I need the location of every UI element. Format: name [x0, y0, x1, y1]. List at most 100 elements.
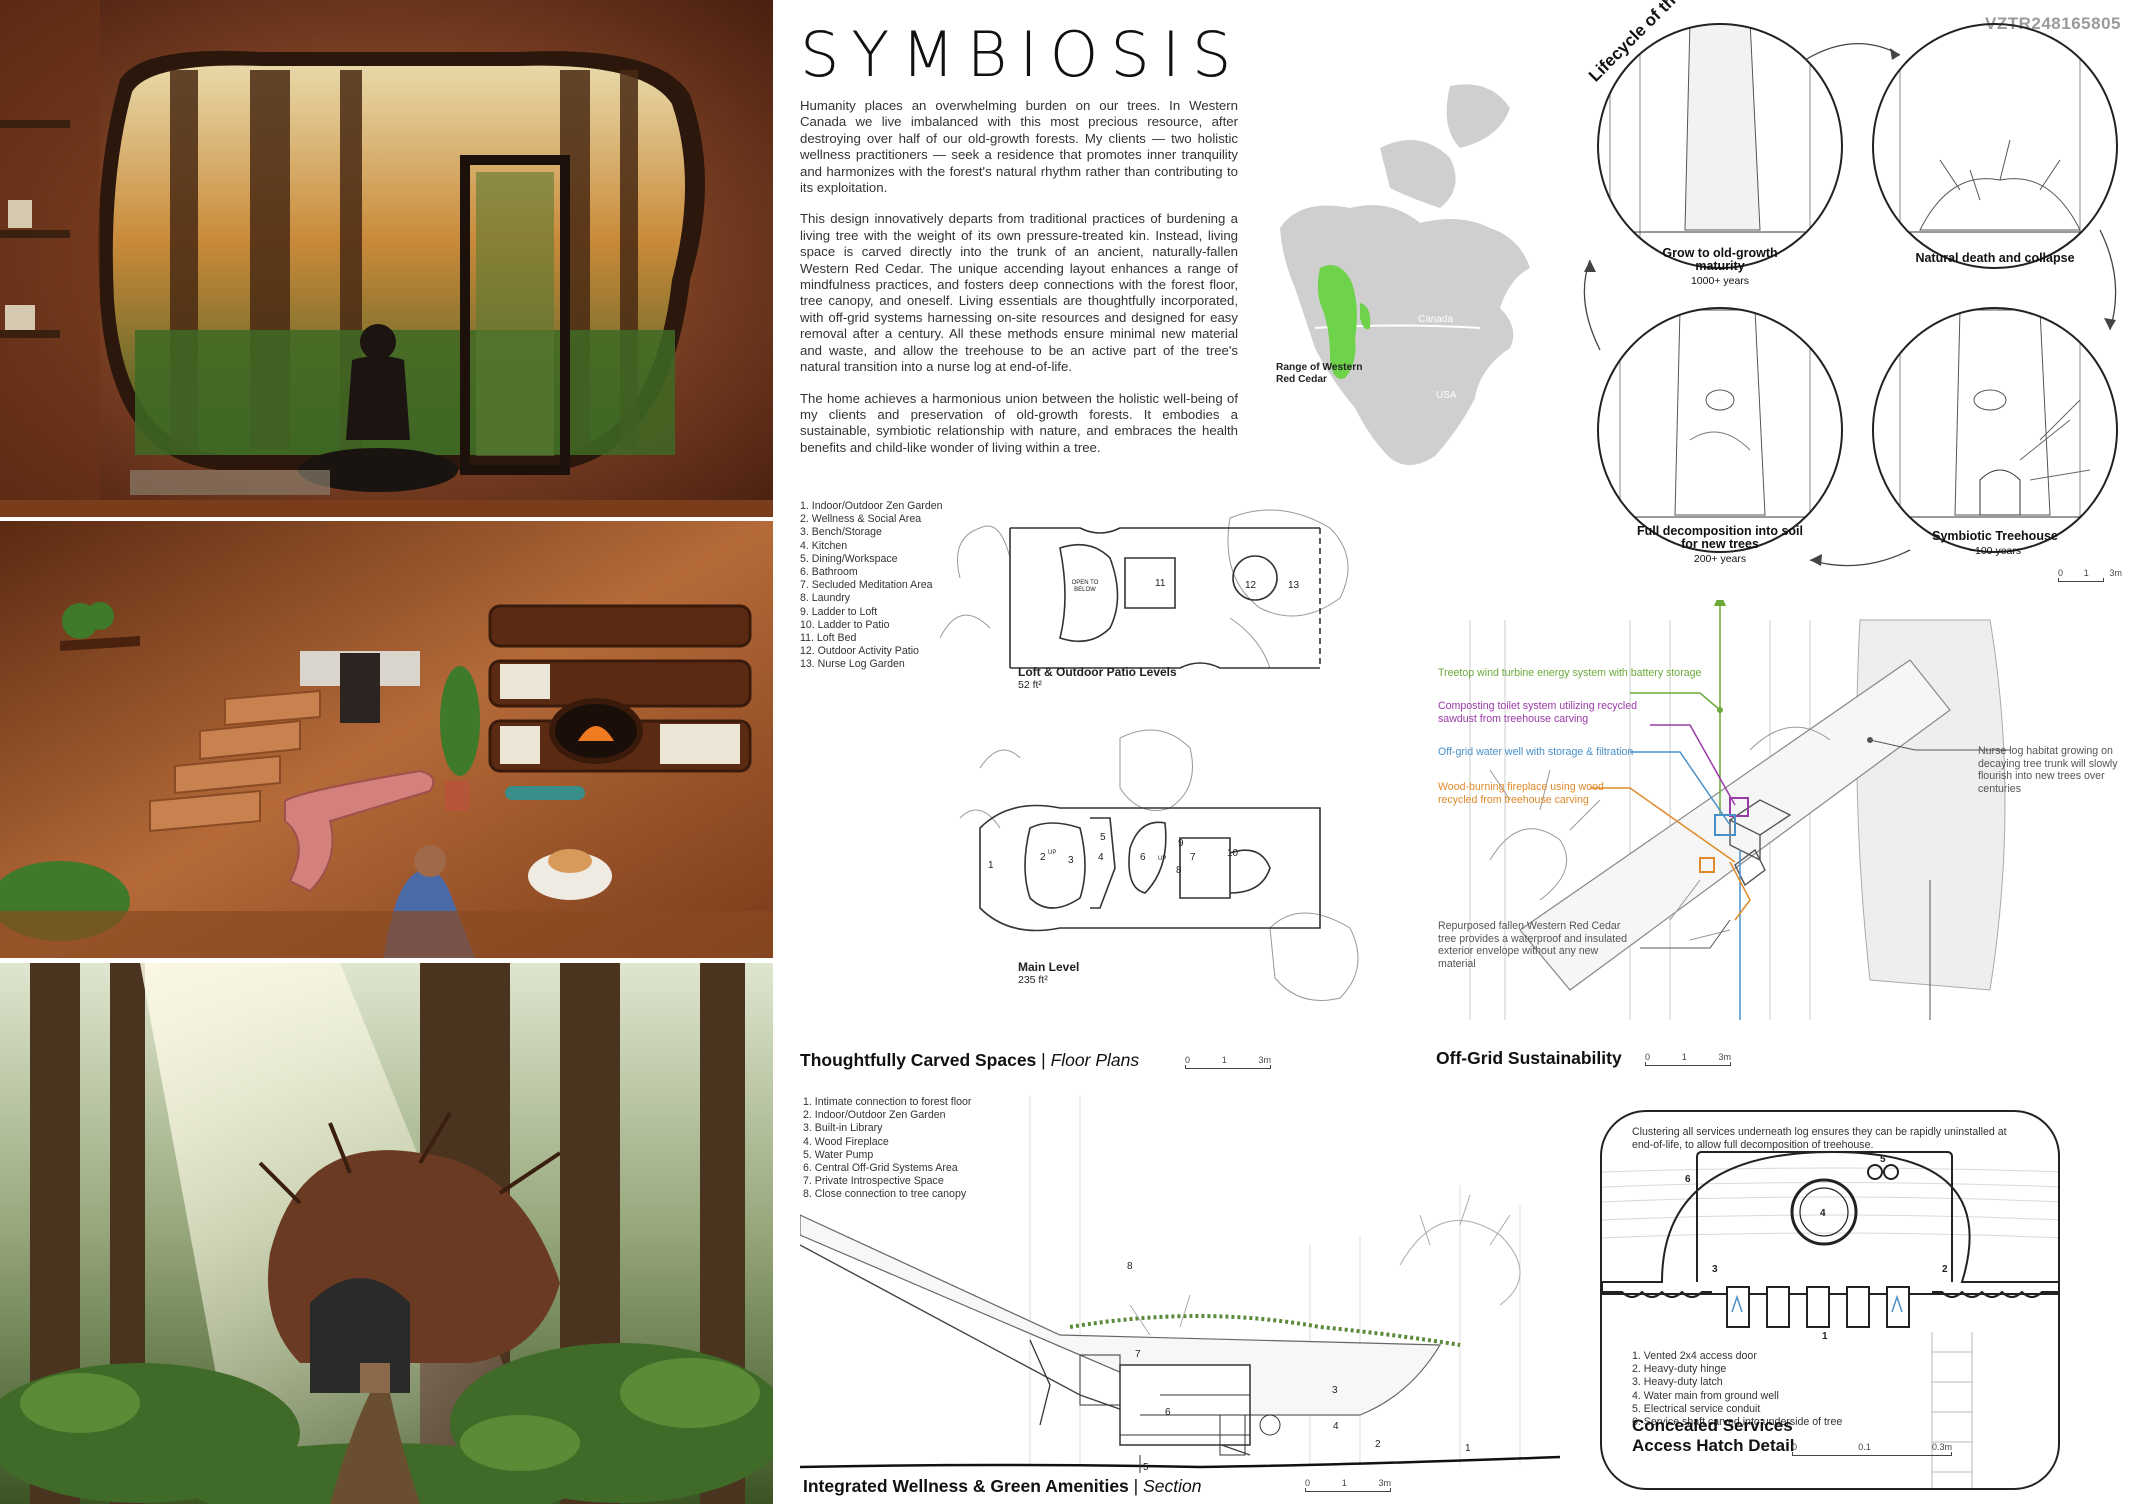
photo-interior-living	[0, 521, 773, 958]
hatch-title: Concealed Services Access Hatch Detail	[1632, 1416, 1795, 1455]
page-title: SYMBIOSIS	[800, 18, 1244, 91]
hatch-number: 5	[1880, 1154, 1886, 1165]
room-number: 13	[1288, 580, 1300, 591]
intro-paragraph-1: Humanity places an overwhelming burden o…	[800, 98, 1238, 196]
floorplan-drawings: 11 12 13 1 2 3 4 5 6 7 8 9 10 OPEN TO BE…	[939, 498, 1400, 1048]
section-number: 2	[1375, 1439, 1381, 1450]
legend-item: 2. Indoor/Outdoor Zen Garden	[803, 1109, 946, 1122]
legend-item: 7. Secluded Meditation Area	[800, 579, 933, 592]
hatch-note: Clustering all services underneath log e…	[1632, 1126, 2007, 1151]
legend-item: 3. Bench/Storage	[800, 526, 882, 539]
up-label: UP	[1158, 856, 1167, 862]
photo-interior-meditation	[0, 0, 773, 517]
map-usa-label: USA	[1436, 390, 1457, 401]
legend-item: 4. Kitchen	[800, 539, 848, 552]
room-number: 8	[1176, 865, 1182, 876]
legend-item: 7. Private Introspective Space	[803, 1175, 944, 1188]
legend-item: 2. Heavy-duty hinge	[1632, 1363, 1727, 1376]
legend-item: 1. Indoor/Outdoor Zen Garden	[800, 500, 943, 512]
room-number: 1	[988, 860, 994, 871]
lifecycle-stage-3: Full decomposition into soil for new tre…	[1637, 524, 1803, 566]
legend-item: 3. Heavy-duty latch	[1632, 1376, 1723, 1389]
section-legend: 1. Intimate connection to forest floor 2…	[803, 1096, 1013, 1202]
legend-item: 5. Dining/Workspace	[800, 552, 898, 565]
section-number: 7	[1135, 1349, 1141, 1360]
intro-paragraph-2: This design innovatively departs from tr…	[800, 211, 1238, 375]
main-plan-caption: Main Level 235 ft²	[1018, 960, 1080, 986]
note-fireplace: Wood-burning fireplace using wood recycl…	[1438, 781, 1604, 806]
range-map: Canada USA Range of Western Red Cedar	[1260, 78, 1575, 478]
room-number: 5	[1100, 832, 1106, 843]
sustainability-title: Off-Grid Sustainability	[1436, 1048, 1622, 1068]
legend-item: 3. Built-in Library	[803, 1122, 883, 1135]
legend-item: 1. Vented 2x4 access door	[1632, 1350, 1757, 1362]
section-number: 3	[1332, 1385, 1338, 1396]
room-number: 4	[1098, 852, 1104, 863]
room-number: 10	[1227, 848, 1239, 859]
floorplan-section-title: Thoughtfully Carved Spaces | Floor Plans	[800, 1050, 1140, 1070]
legend-item: 8. Laundry	[800, 592, 851, 605]
section-number: 8	[1127, 1261, 1133, 1272]
note-water-well: Off-grid water well with storage & filtr…	[1438, 746, 1634, 758]
legend-item: 6. Central Off-Grid Systems Area	[803, 1162, 958, 1175]
section-number: 4	[1333, 1421, 1339, 1432]
room-number: 9	[1178, 838, 1184, 849]
up-label: UP	[1048, 850, 1057, 856]
section-number: 5	[1143, 1462, 1149, 1473]
lifecycle-stage-2: Natural death and collapse	[1915, 251, 2075, 265]
room-number: 6	[1140, 852, 1146, 863]
room-number: 3	[1068, 855, 1074, 866]
room-number: 2	[1040, 852, 1046, 863]
note-envelope: Repurposed fallen Western Red Cedar tree…	[1438, 920, 1628, 970]
hatch-detail-panel: 1 2 3 4 5 6 Clustering all services unde…	[1600, 1110, 2060, 1490]
hatch-legend: 1. Vented 2x4 access door 2. Heavy-duty …	[1632, 1350, 1932, 1429]
legend-item: 6. Bathroom	[800, 566, 858, 579]
open-to-below-label: OPEN TO BELOW	[1071, 580, 1099, 593]
hatch-number: 3	[1712, 1264, 1718, 1275]
legend-item: 1. Intimate connection to forest floor	[803, 1096, 972, 1108]
legend-item: 12. Outdoor Activity Patio	[800, 645, 919, 658]
section-number: 1	[1465, 1443, 1471, 1454]
hatch-number: 2	[1942, 1264, 1948, 1275]
upper-plan-caption: Loft & Outdoor Patio Levels 52 ft²	[1018, 665, 1177, 691]
legend-item: 8. Close connection to tree canopy	[803, 1188, 967, 1201]
note-wind-turbine: Treetop wind turbine energy system with …	[1438, 667, 1702, 679]
room-number: 7	[1190, 852, 1196, 863]
legend-item: 5. Electrical service conduit	[1632, 1402, 1761, 1415]
section-title: Integrated Wellness & Green Amenities | …	[803, 1476, 1202, 1496]
legend-item: 10. Ladder to Patio	[800, 618, 890, 631]
project-code: VZTR248165805	[1985, 14, 2121, 33]
legend-item: 2. Wellness & Social Area	[800, 513, 922, 526]
map-canada-label: Canada	[1418, 314, 1454, 325]
hatch-number: 4	[1820, 1208, 1826, 1219]
legend-item: 9. Ladder to Loft	[800, 605, 878, 618]
note-nurse-log: Nurse log habitat growing on decaying tr…	[1978, 745, 2118, 795]
legend-item: 6. Service shaft carved into underside o…	[1632, 1416, 1843, 1429]
hatch-number: 6	[1685, 1174, 1691, 1185]
lifecycle-stage-4: Symbiotic Treehouse~100 years	[1932, 529, 2058, 558]
legend-item: 4. Wood Fireplace	[803, 1135, 889, 1148]
intro-text: Humanity places an overwhelming burden o…	[800, 98, 1238, 471]
sustainability-diagram: Treetop wind turbine energy system with …	[1430, 592, 2130, 1020]
hatch-number: 1	[1822, 1331, 1828, 1342]
photo-exterior-forest	[0, 963, 773, 1504]
room-number: 11	[1155, 578, 1166, 589]
legend-item: 13. Nurse Log Garden	[800, 658, 905, 671]
lifecycle-diagram: Lifecycle of the Tree Grow to old-growth…	[1580, 0, 2130, 590]
legend-item: 11. Loft Bed	[800, 632, 857, 645]
section-drawing: 1 2 3 4 5 6 7 8	[799, 1095, 1561, 1475]
legend-item: 5. Water Pump	[803, 1148, 874, 1161]
room-number: 12	[1245, 580, 1257, 591]
section-number: 6	[1165, 1407, 1171, 1418]
intro-paragraph-3: The home achieves a harmonious union bet…	[800, 390, 1238, 455]
map-range-label: Range of Western Red Cedar	[1276, 362, 1363, 385]
legend-item: 4. Water main from ground well	[1632, 1389, 1779, 1402]
floorplan-legend: 1. Indoor/Outdoor Zen Garden 2. Wellness…	[800, 500, 960, 672]
note-composting-toilet: Composting toilet system utilizing recyc…	[1438, 700, 1638, 725]
